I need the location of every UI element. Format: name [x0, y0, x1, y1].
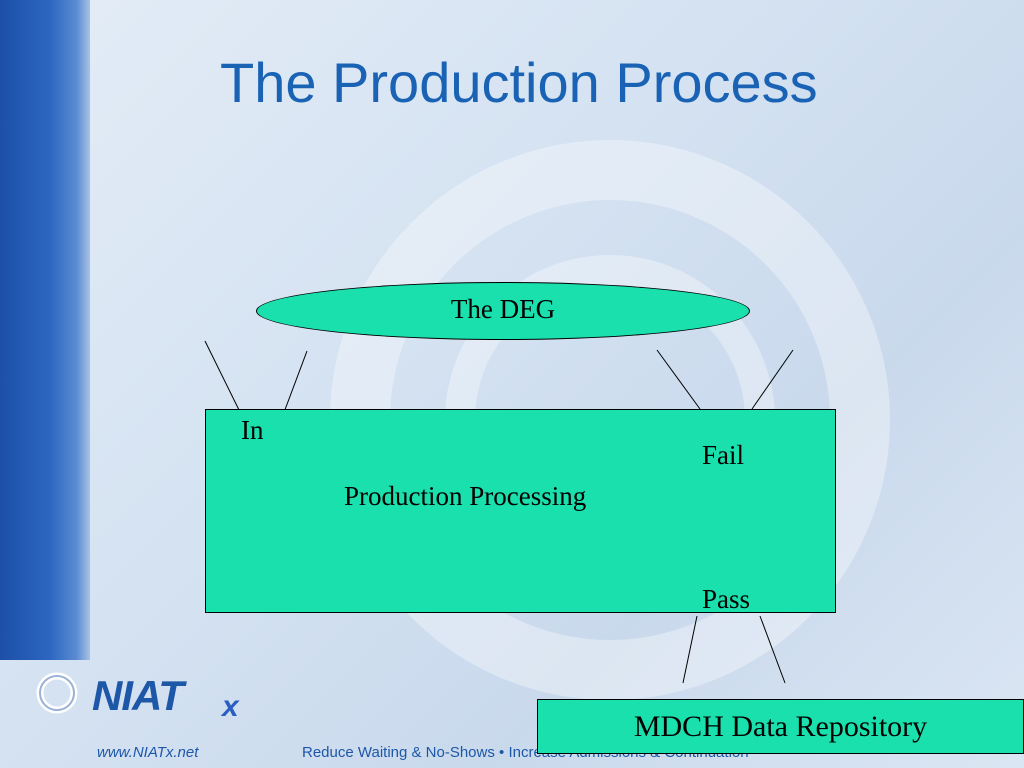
connector-fail-left [656, 349, 701, 410]
footer-url: www.NIATx.net [97, 744, 199, 761]
in-label: In [241, 415, 264, 445]
logo-suffix: x [222, 690, 239, 723]
connector-pass-left [682, 615, 698, 684]
deg-node-label: The DEG [450, 294, 556, 324]
logo-ring-icon [36, 672, 78, 714]
sidebar-band [0, 0, 90, 660]
connector-fail-right [751, 349, 794, 410]
deg-node: The DEG [256, 282, 750, 340]
connector-in-right [282, 350, 308, 416]
connector-in-left [204, 340, 241, 413]
niatx-logo: NIAT x [36, 668, 239, 728]
slide-title: The Production Process [220, 51, 818, 114]
production-processing-label: Production Processing [344, 481, 587, 511]
mdch-repository-node: MDCH Data Repository [537, 699, 1024, 754]
logo-text: NIAT [92, 672, 184, 719]
pass-label: Pass [702, 584, 751, 614]
production-processing-box: In Fail Production Processing Pass [205, 409, 836, 614]
connector-pass-right [759, 615, 786, 684]
fail-label: Fail [702, 440, 745, 470]
